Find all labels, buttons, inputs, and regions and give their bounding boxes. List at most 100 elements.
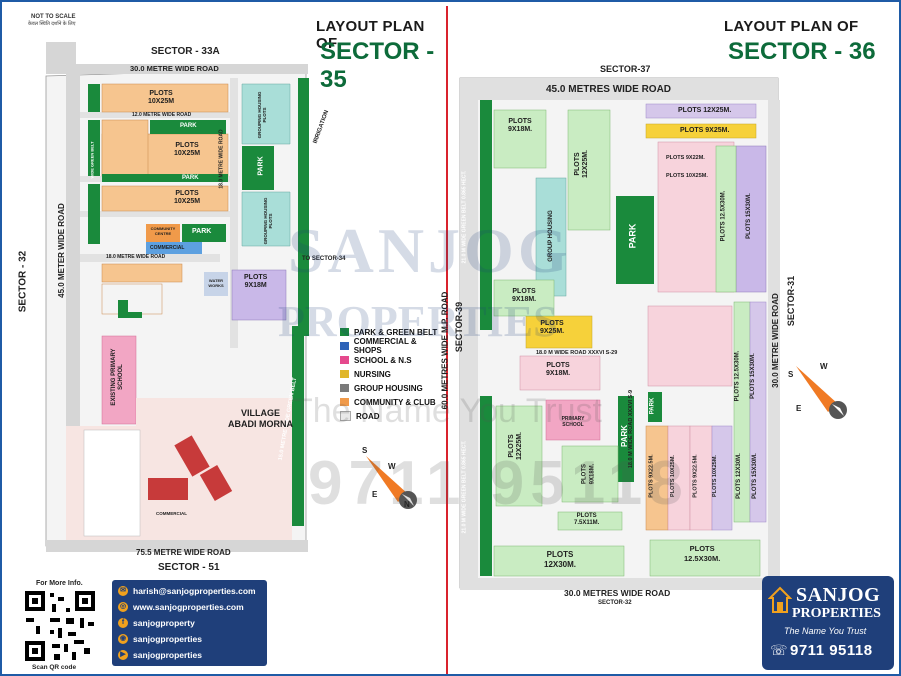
neighbor-sector-31: SECTOR-31 [786, 275, 797, 327]
email-icon: ✉ [118, 586, 128, 596]
plots-9x18-a-label: PLOTS 9X18M. [508, 118, 533, 133]
village-label: VILLAGE ABADI MORNA [228, 408, 293, 429]
road-right-30m [768, 100, 780, 578]
village-building-2 [174, 435, 210, 477]
legend-swatch-road [340, 411, 351, 421]
center-divider [446, 6, 448, 674]
youtube-icon: ▶ [118, 650, 128, 660]
company-logo[interactable]: SANJOG PROPERTIES The Name You Trust ☏ 9… [762, 576, 894, 670]
road-top-label: 30.0 METRE WIDE ROAD [130, 64, 219, 73]
plots-col-right-d [749, 301, 767, 523]
plots-10x25-label: PLOTS 10X25M. [666, 173, 708, 179]
plots-9x18-label: PLOTS 9X18M [244, 274, 268, 289]
plots-9x25-b-label: PLOTS 9X25M. [540, 320, 565, 335]
grouping-housing-1-label: GROUPING HOUSING PLOTS [257, 91, 267, 139]
park-mid [648, 392, 662, 422]
commercial-block [146, 242, 202, 254]
plots-9x22-a-label: PLOTS 9X22M. [666, 155, 705, 161]
contact-email-row[interactable]: ✉ harish@sanjogproperties.com [118, 584, 256, 598]
green-belt-right-diagonal [298, 78, 309, 336]
plots-12x25-top [645, 103, 757, 119]
compass-right-needle [832, 404, 844, 416]
primary-school-label: PRIMARY SCHOOL [561, 416, 585, 428]
legend-row-nursing: NURSING [340, 368, 391, 380]
compass-left-needle [402, 494, 414, 506]
more-info-label: For More Info. [36, 580, 83, 587]
to-sector-34-label: TO SECTOR-34 [302, 256, 346, 262]
right-map: LAYOUT PLAN OF SECTOR - 36 [440, 6, 899, 674]
green-l-shape [118, 300, 142, 318]
house-icon [768, 586, 792, 613]
road-top-30m [46, 64, 308, 74]
legend-label-school: SCHOOL & N.S [354, 355, 412, 365]
compass-right-arrow [796, 366, 838, 412]
logo-brand-line2: PROPERTIES [792, 606, 881, 621]
plots-12x25-a-label: PLOTS 12X25M. [574, 149, 590, 179]
contact-website-row[interactable]: ◎ www.sanjogproperties.com [118, 600, 244, 614]
right-title-sector: SECTOR - 36 [728, 38, 876, 65]
plots-9x25-top [645, 123, 757, 139]
compass-right-e: E [796, 404, 802, 413]
road-top-45m-label: 45.0 METRES WIDE ROAD [546, 84, 672, 95]
legend-label-group-housing: GROUP HOUSING [354, 383, 423, 393]
road-18m-label: 18.0 METRE WIDE ROAD [106, 254, 166, 260]
compass-left [366, 456, 417, 509]
community-centre-label: COMMUNITY CENTRE [150, 226, 176, 236]
community-centre [146, 224, 180, 242]
primary-school [545, 399, 601, 441]
plots-9x18-c-label: PLOTS 9X18M. [546, 362, 571, 377]
commercial-label: COMMERCIAL [150, 245, 185, 251]
legend-row-road: ROAD [340, 410, 380, 422]
left-map: NOT TO SCALE केवल स्थिति दर्शाने के लिए … [6, 6, 444, 674]
qr-code[interactable] [22, 588, 98, 664]
plots-9x25-b [525, 315, 593, 349]
green-belt-left-lower [480, 396, 492, 576]
legend-row-group-housing: GROUP HOUSING [340, 382, 423, 394]
globe-icon: ◎ [118, 602, 128, 612]
contact-facebook: sanjogproperty [133, 618, 195, 628]
contact-website: www.sanjogproperties.com [133, 602, 244, 612]
green-belt-left-label: WIDE GREEN BELT [89, 141, 95, 179]
park-4-label: PARK [257, 156, 265, 176]
scan-qr-label: Scan QR code [32, 664, 77, 671]
legend-label-park: PARK & GREEN BELT [354, 327, 438, 337]
park-block-3 [182, 224, 226, 242]
plots-12x25-a [567, 109, 611, 231]
legend-row-park: PARK & GREEN BELT [340, 326, 437, 338]
plots-9x18 [231, 269, 287, 321]
compass-left-w: W [388, 462, 396, 471]
contact-youtube-row[interactable]: ▶ sanjogproperties [118, 648, 202, 662]
park-1-label: PARK [180, 123, 197, 129]
logo-tagline: The Name You Trust [784, 626, 867, 636]
contact-instagram-row[interactable]: ◉sanjogproperties [118, 632, 202, 646]
compass-left-s: S [362, 446, 368, 455]
plots-mid-band [647, 305, 733, 387]
plots-block-b-label: PLOTS 10X25M [174, 142, 201, 157]
park-block-4 [242, 146, 274, 190]
legend-row-school: SCHOOL & N.S [340, 354, 412, 366]
compass-left-arrow [366, 456, 408, 502]
existing-primary-school [101, 335, 137, 425]
water-works [204, 272, 228, 296]
existing-primary-school-label: EXISTING PRIMARY SCHOOL [111, 348, 124, 406]
contact-email: harish@sanjogproperties.com [133, 586, 256, 596]
plots-12x30-bottom-label: PLOTS 12X30M. [544, 550, 577, 569]
neighbor-sector-32-left: SECTOR - 32 [17, 250, 29, 313]
plots-9x18-c [519, 355, 601, 391]
park-block-2 [102, 174, 228, 182]
plots-12x30-bottom [493, 545, 625, 577]
not-to-scale-note-hindi: केवल स्थिति दर्शाने के लिए [28, 21, 76, 27]
plots-row-mid [101, 263, 183, 283]
road-internal-12m-a [80, 112, 230, 118]
road-top-diagonal [46, 42, 76, 64]
sector-36-map [459, 77, 780, 590]
green-belt-left-upper [480, 100, 492, 330]
compass-left-e: E [372, 490, 378, 499]
plots-12-5x30-bottom-label: PLOTS 12.5X30M. [684, 544, 721, 563]
contact-youtube: sanjogproperties [133, 650, 202, 660]
village-building-1 [148, 478, 188, 500]
plots-grid-left [101, 119, 149, 177]
sector-35-map [45, 42, 309, 552]
road-top-45m [460, 78, 778, 100]
